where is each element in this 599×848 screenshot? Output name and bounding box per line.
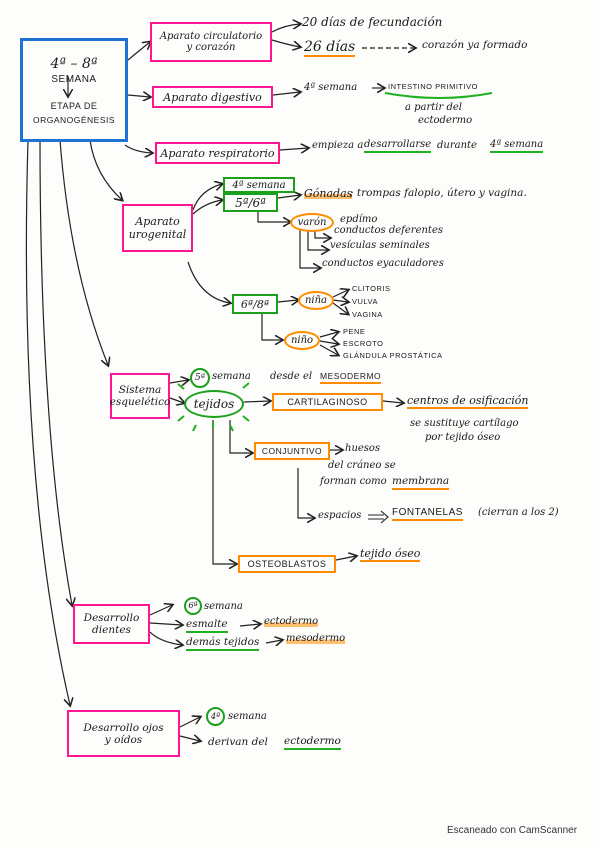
nina-item-2: VULVA <box>352 297 378 306</box>
nina-oval: niña <box>298 291 334 310</box>
gonadas-rest: ; trompas falopio, útero y vagina. <box>350 187 527 199</box>
urogenital-label-2: urogenital <box>128 228 187 241</box>
membrana: membrana <box>392 476 450 490</box>
nina-label: niña <box>304 295 328 306</box>
root-etapa: ETAPA DE <box>50 100 98 111</box>
urogenital-week4-box: 4ª semana <box>223 177 295 193</box>
respiratorio-desarrollarse: desarrollarse <box>364 140 432 153</box>
circulatorio-26-dias: 26 días <box>304 39 356 57</box>
respiratorio-empieza: empieza a <box>312 140 364 151</box>
respiratorio-box: Aparato respiratorio <box>155 142 280 164</box>
ojos-week-num: 4ª <box>210 711 221 722</box>
esqueletico-week-text: semana <box>212 371 251 382</box>
dientes-week-num: 6ª <box>188 601 198 611</box>
dientes-label-2: dientes <box>92 624 131 636</box>
tejidos-label: tejidos <box>193 397 235 411</box>
varon-item-4: conductos eyaculadores <box>322 258 444 269</box>
dientes-ectodermo: ectodermo <box>264 616 319 627</box>
varon-item-2: conductos deferentes <box>334 225 443 236</box>
gonadas: Gónadas <box>304 187 353 200</box>
root-organogenesis: ORGANOGÉNESIS <box>32 114 116 125</box>
dientes-week-circle: 6ª <box>184 597 202 615</box>
circulatorio-corazon-formado: corazón ya formado <box>422 39 528 51</box>
tejido-oseo: tejido óseo <box>360 547 421 562</box>
ojos-derivan: derivan del <box>208 736 268 748</box>
urogenital-week78-box: 6ª/8ª <box>232 294 278 314</box>
dientes-label-1: Desarrollo <box>83 612 140 624</box>
sustituye-cartilago: se sustituye cartílago <box>410 418 519 429</box>
nino-item-3: GLÁNDULA PROSTÁTICA <box>343 351 443 360</box>
nino-item-1: PENE <box>343 327 366 336</box>
por-tejido-oseo: por tejido óseo <box>425 432 501 443</box>
esqueletico-label-1: Sistema <box>118 384 162 396</box>
dientes-week-text: semana <box>204 601 243 612</box>
digestivo-origin-1: a partir del <box>405 102 462 113</box>
nina-item-3: VAGINA <box>352 310 383 319</box>
ojos-week-text: semana <box>228 711 267 722</box>
ojos-box: Desarrollo ojos y oídos <box>67 710 180 757</box>
respiratorio-week: 4ª semana <box>490 140 544 153</box>
varon-oval: varón <box>290 213 334 232</box>
espacios: espacios <box>318 510 362 521</box>
fontanelas: FONTANELAS <box>392 508 463 521</box>
varon-item-3: vesículas seminales <box>330 240 430 251</box>
urogenital-week78: 6ª/8ª <box>240 297 270 311</box>
scanner-footer: Escaneado con CamScanner <box>447 825 578 836</box>
varon-label: varón <box>297 217 327 228</box>
digestivo-box: Aparato digestivo <box>152 86 273 108</box>
urogenital-box: Aparato urogenital <box>122 204 193 252</box>
esqueletico-desde: desde el <box>270 371 313 382</box>
cartilaginoso-label: CARTILAGINOSO <box>287 397 368 407</box>
huesos-2: del cráneo se <box>328 460 396 471</box>
esqueletico-week-num: 5ª <box>194 373 205 383</box>
root-semana: SEMANA <box>51 73 97 85</box>
esqueletico-label-2: esquelético <box>109 396 171 408</box>
huesos-3: forman como <box>320 476 387 487</box>
nino-item-2: ESCROTO <box>343 339 384 348</box>
conjuntivo-label: CONJUNTIVO <box>261 446 323 456</box>
varon-item-1: epdímo <box>340 214 378 225</box>
respiratorio-durante: durante <box>437 140 477 151</box>
ojos-label-2: y oídos <box>104 733 143 746</box>
nina-item-1: CLITORIS <box>352 284 391 293</box>
nino-label: niño <box>290 335 314 346</box>
osteoblastos-label: OSTEOBLASTOS <box>247 559 327 569</box>
conjuntivo-box: CONJUNTIVO <box>254 442 330 460</box>
digestivo-origin-2: ectodermo <box>418 115 473 126</box>
esqueletico-box: Sistema esquelético <box>110 373 170 419</box>
cartilaginoso-box: CARTILAGINOSO <box>272 393 383 411</box>
digestivo-intestino: INTESTINO PRIMITIVO <box>388 82 478 91</box>
urogenital-week56: 5ª/6ª <box>235 195 266 210</box>
huesos-1: huesos <box>345 443 381 454</box>
digestivo-label: Aparato digestivo <box>163 90 262 104</box>
fontanelas-cierran: (cierran a los 2) <box>478 507 559 518</box>
tejidos-ellipse: tejidos <box>184 390 244 418</box>
root-box: 4ª – 8ª SEMANA ETAPA DE ORGANOGÉNESIS <box>20 38 128 142</box>
circulatorio-label-2: y corazón <box>186 42 236 53</box>
urogenital-label-1: Aparato <box>135 215 180 228</box>
centros-osificacion: centros de osificación <box>407 394 529 409</box>
dientes-esmalte: esmalte <box>186 619 228 633</box>
digestivo-week: 4ª semana <box>304 82 358 93</box>
circulatorio-dias-fecundacion: 20 días de fecundación <box>302 15 443 29</box>
dientes-mesodermo: mesodermo <box>286 633 346 644</box>
urogenital-week4: 4ª semana <box>232 179 286 191</box>
circulatorio-label-1: Aparato circulatorio <box>159 31 263 42</box>
root-weeks: 4ª – 8ª <box>50 55 98 72</box>
respiratorio-label: Aparato respiratorio <box>160 146 275 160</box>
nino-oval: niño <box>284 331 320 350</box>
esqueletico-week-circle: 5ª <box>190 368 210 388</box>
circulatorio-box: Aparato circulatorio y corazón <box>150 22 272 62</box>
ojos-ectodermo: ectodermo <box>284 736 341 750</box>
esqueletico-mesodermo: MESODERMO <box>320 372 382 384</box>
ojos-label-1: Desarrollo ojos <box>83 721 164 734</box>
dientes-demas-tejidos: demás tejidos <box>186 637 260 651</box>
urogenital-week56-box: 5ª/6ª <box>223 193 278 212</box>
ojos-week-circle: 4ª <box>206 707 225 726</box>
osteoblastos-box: OSTEOBLASTOS <box>238 555 336 573</box>
dientes-box: Desarrollo dientes <box>73 604 150 644</box>
